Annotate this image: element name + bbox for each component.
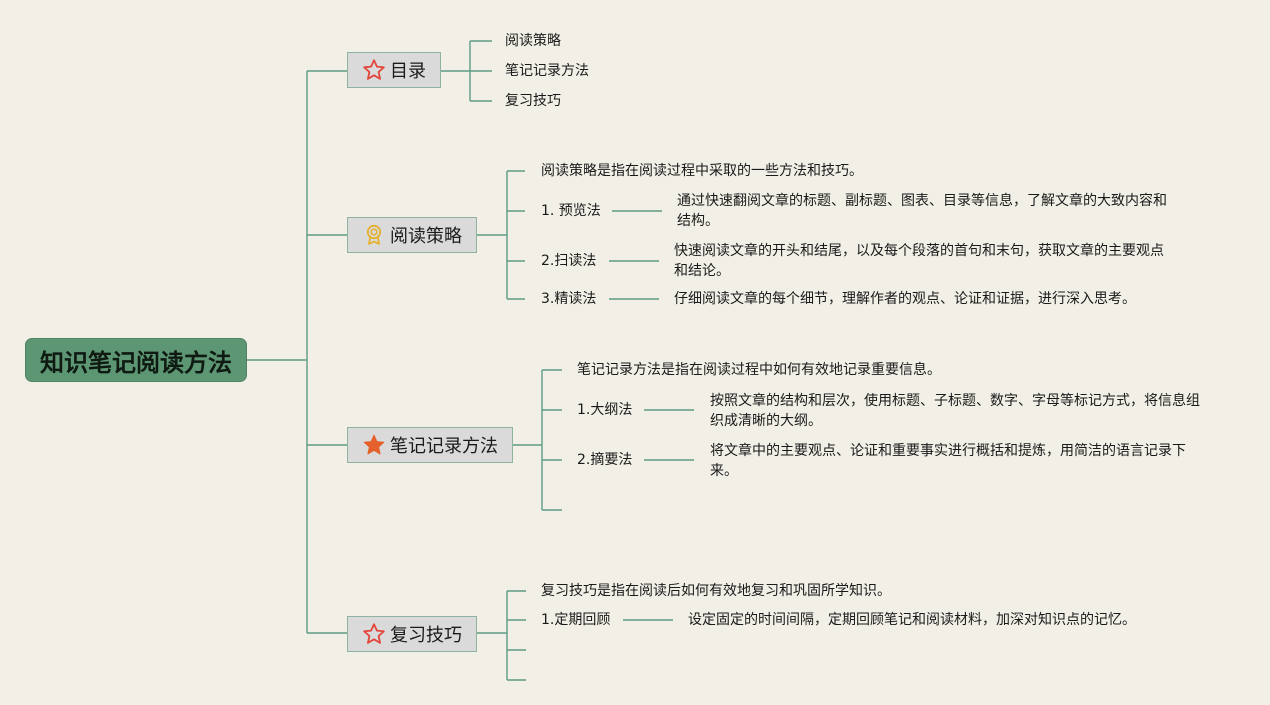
reading-intro[interactable]: 阅读策略是指在阅读过程中采取的一些方法和技巧。 xyxy=(541,163,863,179)
topic-reading-strategy[interactable]: 阅读策略 xyxy=(347,217,477,253)
star-filled-icon xyxy=(362,433,386,457)
toc-item-review[interactable]: 复习技巧 xyxy=(505,93,561,109)
review-method-name[interactable]: 1.定期回顾 xyxy=(541,612,611,628)
topic-toc[interactable]: 目录 xyxy=(347,52,441,88)
notes-intro[interactable]: 笔记记录方法是指在阅读过程中如何有效地记录重要信息。 xyxy=(577,362,941,378)
topic-review-skills-label: 复习技巧 xyxy=(390,625,462,646)
reading-method-name[interactable]: 1. 预览法 xyxy=(541,203,601,219)
topic-review-skills[interactable]: 复习技巧 xyxy=(347,616,477,652)
star-outline-icon xyxy=(362,58,386,82)
root-topic[interactable]: 知识笔记阅读方法 xyxy=(25,338,247,382)
reading-method-desc[interactable]: 通过快速翻阅文章的标题、副标题、图表、目录等信息，了解文章的大致内容和结构。 xyxy=(677,193,1167,229)
root-topic-label: 知识笔记阅读方法 xyxy=(40,348,232,377)
reading-method-desc[interactable]: 快速阅读文章的开头和结尾，以及每个段落的首句和末句，获取文章的主要观点和结论。 xyxy=(674,243,1164,279)
reading-method-name[interactable]: 3.精读法 xyxy=(541,291,597,307)
topic-note-taking[interactable]: 笔记记录方法 xyxy=(347,427,513,463)
award-badge-icon xyxy=(362,223,386,247)
notes-method-desc[interactable]: 按照文章的结构和层次，使用标题、子标题、数字、字母等标记方式，将信息组织成清晰的… xyxy=(710,393,1200,429)
topic-note-taking-label: 笔记记录方法 xyxy=(390,436,498,457)
topic-reading-strategy-label: 阅读策略 xyxy=(390,226,462,247)
topic-toc-label: 目录 xyxy=(390,61,426,82)
toc-item-reading[interactable]: 阅读策略 xyxy=(505,33,561,49)
review-intro[interactable]: 复习技巧是指在阅读后如何有效地复习和巩固所学知识。 xyxy=(541,583,891,599)
toc-item-notes[interactable]: 笔记记录方法 xyxy=(505,63,589,79)
notes-method-name[interactable]: 2.摘要法 xyxy=(577,452,633,468)
notes-method-name[interactable]: 1.大纲法 xyxy=(577,402,633,418)
reading-method-name[interactable]: 2.扫读法 xyxy=(541,253,597,269)
reading-method-desc[interactable]: 仔细阅读文章的每个细节，理解作者的观点、论证和证据，进行深入思考。 xyxy=(674,291,1136,307)
notes-method-desc[interactable]: 将文章中的主要观点、论证和重要事实进行概括和提炼，用简洁的语言记录下来。 xyxy=(710,443,1186,479)
star-outline-icon xyxy=(362,622,386,646)
review-method-desc[interactable]: 设定固定的时间间隔，定期回顾笔记和阅读材料，加深对知识点的记忆。 xyxy=(688,612,1136,628)
